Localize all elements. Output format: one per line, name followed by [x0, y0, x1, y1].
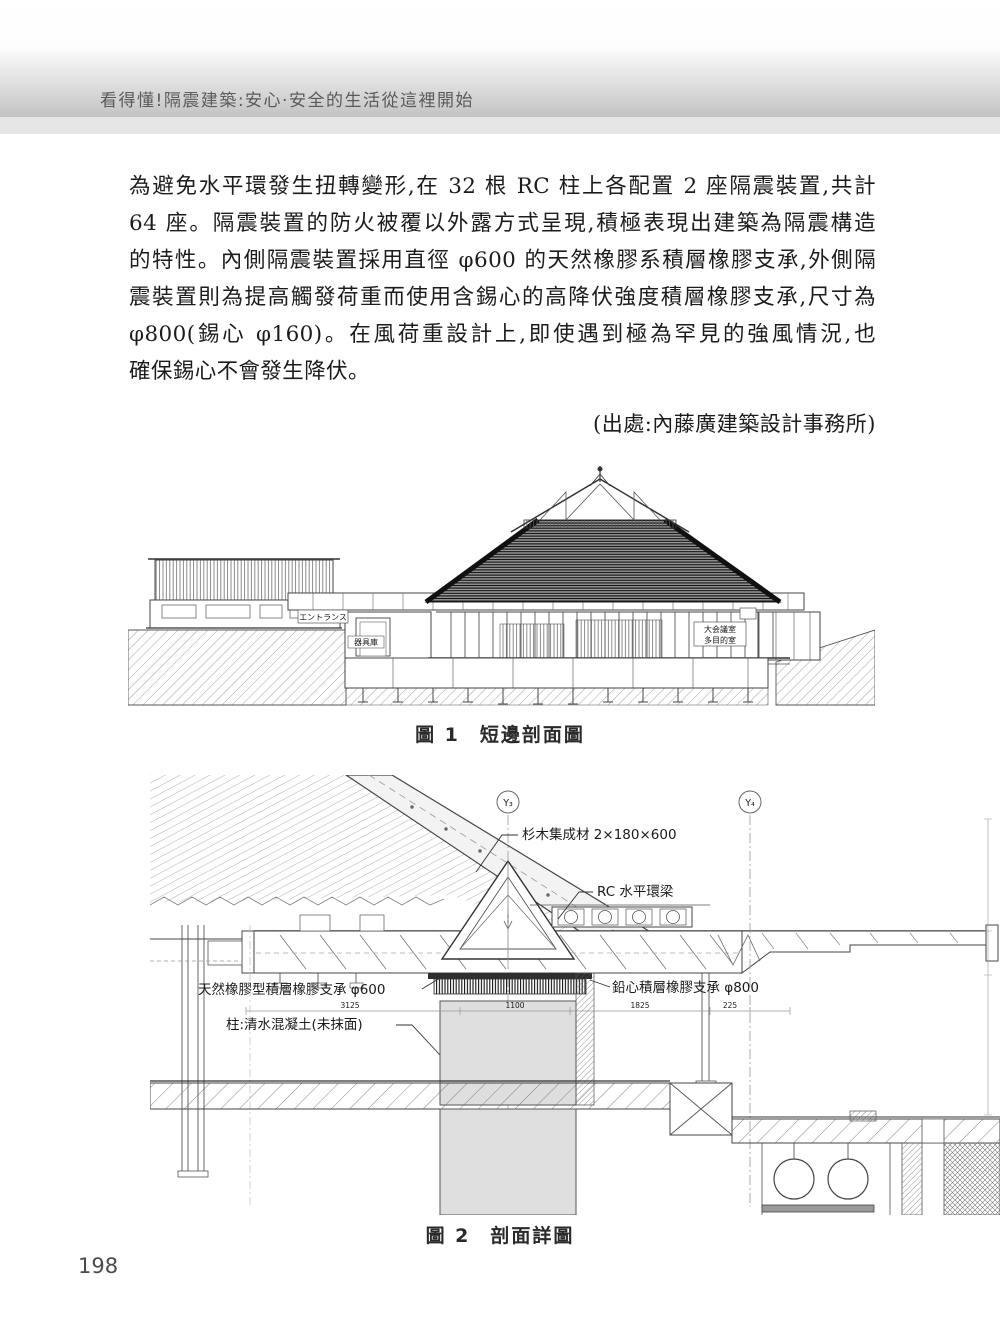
- fig2-left-edge: [150, 925, 251, 1205]
- dim-label: 1100: [505, 1001, 524, 1010]
- fig1-basement: [344, 657, 769, 705]
- fig2-column-below: [439, 1108, 577, 1215]
- fig1-truss: [510, 466, 690, 533]
- storage-label: 器具庫: [354, 637, 378, 647]
- figure1-caption: 圖 1 短邊剖面圖: [0, 720, 1000, 747]
- natural-rubber-bearing-label: 天然橡膠型積層橡膠支承 φ600: [198, 981, 385, 998]
- fig1-ground: [128, 629, 875, 706]
- figure2-caption-label: 圖 2: [425, 1225, 471, 1247]
- dim-label: 1825: [630, 1001, 649, 1010]
- grid-bubble-y4: Y₄: [744, 798, 755, 809]
- figure2-drawing: Y₃ Y₄ 3125 1100 1825 225: [150, 775, 1000, 1215]
- paragraph-line: 確保錫心不會發生降伏。: [129, 359, 370, 384]
- figure1-drawing: エントランス 器具庫 大会議室 多目的室: [128, 466, 875, 706]
- paragraph-line: 震裝置則為提高觸發荷重而使用含錫心的高降伏強度積層橡膠支承,尺寸為: [129, 285, 876, 310]
- page-number: 198: [78, 1254, 119, 1278]
- lead-core-bearing-label: 鉛心積層橡膠支承 φ800: [612, 980, 759, 996]
- glulam-label: 杉木集成材 2×180×600: [522, 827, 677, 843]
- fig2-annotations: 杉木集成材 2×180×600 RC 水平環梁 天然橡膠型積層橡膠支承 φ600…: [198, 827, 759, 1056]
- fig2-duct-row: [530, 904, 710, 928]
- meeting-room-label: 大会議室: [704, 624, 736, 634]
- figure1-caption-title: 短邊剖面圖: [479, 724, 585, 746]
- paragraph-line: φ800(錫心 φ160)。在風荷重設計上,即使遇到極為罕見的強風情況,也: [129, 322, 876, 347]
- fig1-roof: [424, 517, 782, 605]
- fig2-isolation-bearing: [428, 973, 592, 995]
- body-paragraph: 為避免水平環發生扭轉變形,在 32 根 RC 柱上各配置 2 座隔震裝置,共計 …: [129, 168, 876, 390]
- ring-beam-label: RC 水平環梁: [597, 884, 674, 900]
- column-label: 柱:清水混凝土(未抹面): [226, 1017, 363, 1033]
- dim-label: 3125: [340, 1001, 359, 1010]
- figure1-caption-label: 圖 1: [415, 724, 460, 746]
- paragraph-line: 的特性。內側隔震裝置採用直徑 φ600 的天然橡膠系積層橡膠支承,外側隔: [129, 248, 876, 273]
- figure2-caption-title: 剖面詳圖: [490, 1225, 575, 1247]
- running-header: 看得懂!隔震建築:安心·安全的生活從這裡開始: [100, 91, 474, 111]
- header-strip: [0, 117, 1000, 134]
- fig1-room-labels: エントランス 器具庫 大会議室 多目的室: [297, 607, 757, 649]
- fig2-dimension-line: 3125 1100 1825 225: [245, 818, 992, 1116]
- fig2-basement: [761, 1118, 1000, 1215]
- source-attribution: (出處:內藤廣建築設計事務所): [593, 412, 876, 436]
- paragraph-line: 為避免水平環發生扭轉變形,在 32 根 RC 柱上各配置 2 座隔震裝置,共計: [129, 174, 876, 199]
- entrance-label: エントランス: [299, 613, 347, 622]
- dim-label: 225: [723, 1001, 738, 1010]
- figure2-caption: 圖 2 剖面詳圖: [0, 1221, 1000, 1248]
- header-band: [0, 0, 1000, 117]
- paragraph-line: 64 座。隔震裝置的防火被覆以外露方式呈現,積極表現出建築為隔震構造: [129, 211, 876, 236]
- fig2-floor-slab: [150, 1080, 1000, 1144]
- grid-bubble-y3: Y₃: [502, 798, 513, 809]
- multipurpose-room-label: 多目的室: [704, 635, 736, 645]
